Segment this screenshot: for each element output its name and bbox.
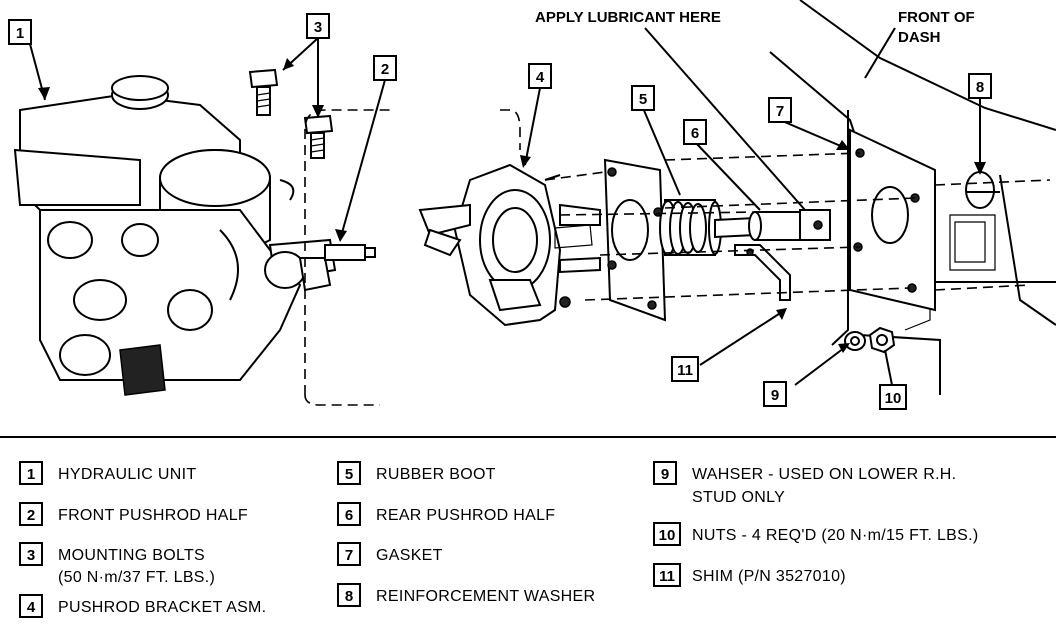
svg-text:(50 N·m/37 FT. LBS.): (50 N·m/37 FT. LBS.) bbox=[58, 569, 215, 586]
callout-4: 4 bbox=[528, 63, 552, 89]
legend-item-6: 6 REAR PUSHROD HALF bbox=[337, 502, 555, 526]
callout-2: 2 bbox=[373, 55, 397, 81]
mounting-bolts-drawing bbox=[248, 68, 334, 159]
callout-8: 8 bbox=[968, 73, 992, 99]
callout-7: 7 bbox=[768, 97, 792, 123]
svg-text:3: 3 bbox=[314, 19, 322, 36]
svg-text:FRONT PUSHROD HALF: FRONT PUSHROD HALF bbox=[58, 507, 248, 524]
svg-text:11: 11 bbox=[659, 568, 675, 585]
legend-item-5: 5 RUBBER BOOT bbox=[337, 461, 496, 485]
reinforcement-washer-drawing bbox=[965, 171, 1000, 209]
note-apply-lubricant: APPLY LUBRICANT HERE bbox=[535, 9, 721, 26]
legend-item-4: 4 PUSHROD BRACKET ASM. bbox=[19, 594, 266, 618]
gasket-drawing bbox=[849, 128, 936, 312]
callout-6: 6 bbox=[683, 119, 707, 145]
legend-item-3: 3 MOUNTING BOLTS (50 N·m/37 FT. LBS.) bbox=[19, 542, 215, 586]
shim-drawing bbox=[734, 244, 791, 301]
note-front-of-dash-line2: DASH bbox=[898, 29, 941, 46]
legend: 1 HYDRAULIC UNIT 2 FRONT PUSHROD HALF 3 … bbox=[19, 461, 979, 618]
svg-text:STUD ONLY: STUD ONLY bbox=[692, 489, 785, 506]
leader-lines bbox=[29, 27, 981, 386]
svg-text:7: 7 bbox=[776, 103, 784, 120]
dashed-bracket-outline-bottom bbox=[304, 394, 380, 406]
svg-text:1: 1 bbox=[16, 25, 24, 42]
svg-text:WAHSER - USED ON LOWER R.H.: WAHSER - USED ON LOWER R.H. bbox=[692, 466, 956, 483]
legend-item-2: 2 FRONT PUSHROD HALF bbox=[19, 502, 248, 526]
svg-text:10: 10 bbox=[659, 527, 676, 544]
callout-9: 9 bbox=[763, 381, 787, 407]
svg-text:5: 5 bbox=[639, 91, 647, 108]
svg-text:1: 1 bbox=[27, 466, 35, 483]
rear-pushrod-drawing bbox=[714, 209, 831, 241]
svg-text:11: 11 bbox=[677, 362, 693, 379]
illustration bbox=[13, 0, 1056, 406]
callout-10: 10 bbox=[879, 384, 907, 410]
dashed-bracket-outline-top bbox=[500, 109, 521, 150]
legend-item-1: 1 HYDRAULIC UNIT bbox=[19, 461, 196, 485]
svg-text:9: 9 bbox=[661, 466, 669, 483]
arrowheads bbox=[38, 58, 986, 353]
alignment-lines bbox=[544, 152, 1051, 301]
svg-text:HYDRAULIC UNIT: HYDRAULIC UNIT bbox=[58, 466, 196, 483]
washer-nut-drawing bbox=[844, 326, 896, 354]
legend-item-10: 10 NUTS - 4 REQ'D (20 N·m/15 FT. LBS.) bbox=[653, 522, 979, 546]
svg-text:7: 7 bbox=[345, 547, 353, 564]
svg-text:SHIM (P/N 3527010): SHIM (P/N 3527010) bbox=[692, 568, 846, 585]
pushrod-bracket-drawing bbox=[418, 163, 601, 327]
callout-11: 11 bbox=[671, 356, 699, 382]
note-front-of-dash-line1: FRONT OF bbox=[898, 9, 975, 26]
svg-text:3: 3 bbox=[27, 547, 35, 564]
svg-text:10: 10 bbox=[885, 390, 902, 407]
svg-text:9: 9 bbox=[771, 387, 779, 404]
callout-5: 5 bbox=[631, 85, 655, 111]
svg-text:RUBBER BOOT: RUBBER BOOT bbox=[376, 466, 496, 483]
callout-1: 1 bbox=[8, 19, 32, 45]
legend-item-11: 11 SHIM (P/N 3527010) bbox=[653, 563, 846, 587]
svg-text:8: 8 bbox=[976, 79, 984, 96]
callout-3: 3 bbox=[306, 13, 330, 39]
svg-text:PUSHROD BRACKET ASM.: PUSHROD BRACKET ASM. bbox=[58, 599, 266, 616]
svg-text:6: 6 bbox=[345, 507, 353, 524]
svg-text:MOUNTING BOLTS: MOUNTING BOLTS bbox=[58, 547, 205, 564]
svg-text:REAR PUSHROD HALF: REAR PUSHROD HALF bbox=[376, 507, 555, 524]
legend-item-9: 9 WAHSER - USED ON LOWER R.H. STUD ONLY bbox=[653, 461, 956, 506]
svg-text:2: 2 bbox=[27, 507, 35, 524]
hydraulic-unit-drawing bbox=[13, 75, 337, 396]
legend-item-8: 8 REINFORCEMENT WASHER bbox=[337, 583, 595, 607]
svg-text:2: 2 bbox=[381, 61, 389, 78]
svg-text:8: 8 bbox=[345, 588, 353, 605]
svg-text:4: 4 bbox=[27, 599, 36, 616]
svg-text:NUTS - 4 REQ'D (20 N·m/15 FT.: NUTS - 4 REQ'D (20 N·m/15 FT. LBS.) bbox=[692, 527, 979, 544]
dashed-bracket-outline bbox=[304, 109, 395, 395]
svg-text:GASKET: GASKET bbox=[376, 547, 443, 564]
front-pushrod-drawing bbox=[324, 244, 376, 261]
svg-text:5: 5 bbox=[345, 466, 353, 483]
svg-text:4: 4 bbox=[536, 69, 545, 86]
svg-text:REINFORCEMENT WASHER: REINFORCEMENT WASHER bbox=[376, 588, 595, 605]
svg-text:6: 6 bbox=[691, 125, 699, 142]
legend-item-7: 7 GASKET bbox=[337, 542, 443, 566]
